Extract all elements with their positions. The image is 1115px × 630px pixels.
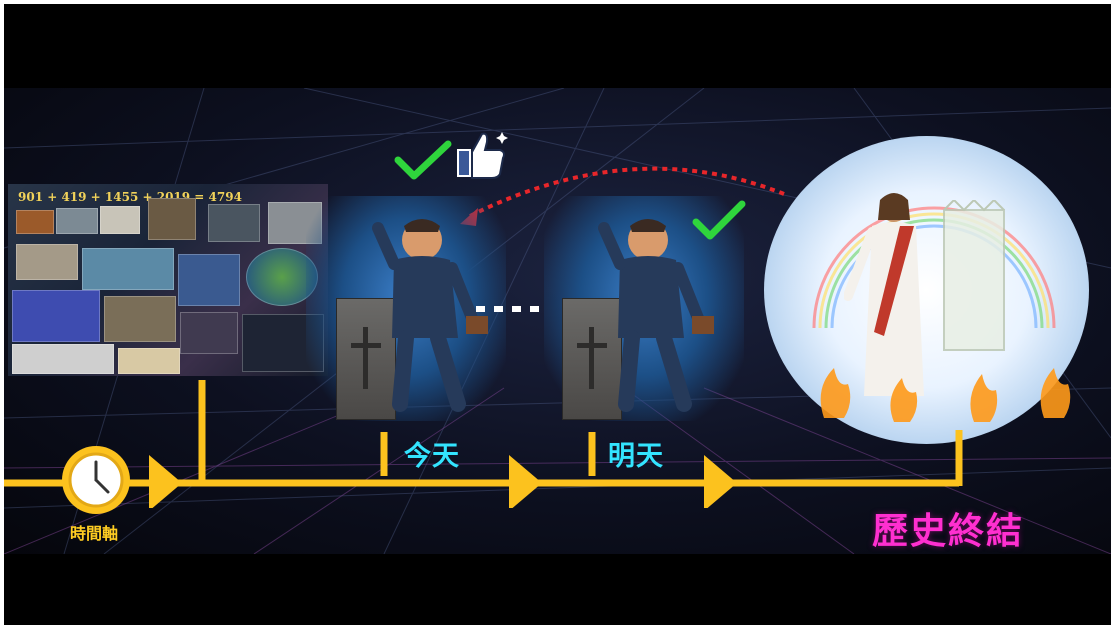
- marker-end-of-history: 歷史終結: [872, 511, 1025, 552]
- cross-icon: [363, 327, 368, 389]
- cross-icon: [589, 327, 594, 389]
- collage-tile: [100, 206, 140, 234]
- preacher-figure: [372, 219, 488, 412]
- clock-icon: [62, 446, 130, 514]
- checkmark-icon: [692, 200, 746, 240]
- thumbs-up-icon: [457, 132, 508, 179]
- collage-tile: [208, 204, 260, 242]
- checkmark-icon: [394, 140, 452, 180]
- collage-tile: [16, 210, 54, 234]
- collage-tile: [148, 198, 196, 240]
- collage-tile: [178, 254, 240, 306]
- collage-tile: [104, 296, 176, 342]
- dotted-connector: [476, 306, 539, 312]
- collage-tile: [12, 344, 114, 374]
- collage-tile: [12, 290, 100, 342]
- collage-tile: [16, 244, 78, 280]
- throne: [943, 200, 1005, 351]
- collage-tile: [56, 208, 98, 234]
- pulpit: [562, 298, 622, 420]
- pulpit: [336, 298, 396, 420]
- jesus-figure: [844, 193, 924, 396]
- collage-formula: 901 + 419 + 1455 + 2019 = 4794: [18, 190, 242, 204]
- news-collage: 901 + 419 + 1455 + 2019 = 4794: [8, 184, 328, 376]
- timeline-scene: 901 + 419 + 1455 + 2019 = 4794: [4, 88, 1111, 554]
- video-player[interactable]: 901 + 419 + 1455 + 2019 = 4794: [4, 4, 1111, 625]
- collage-tile: [118, 348, 180, 374]
- collage-tile: [180, 312, 238, 354]
- timeline-label: 時間軸: [70, 524, 119, 543]
- preacher-figure: [598, 219, 714, 412]
- timeline-axis: [4, 380, 963, 508]
- marker-tomorrow: 明天: [608, 441, 664, 472]
- rainbow: [812, 206, 1056, 328]
- fire-flames: [820, 368, 1071, 422]
- collage-tile: [82, 248, 174, 290]
- marker-today: 今天: [404, 441, 460, 472]
